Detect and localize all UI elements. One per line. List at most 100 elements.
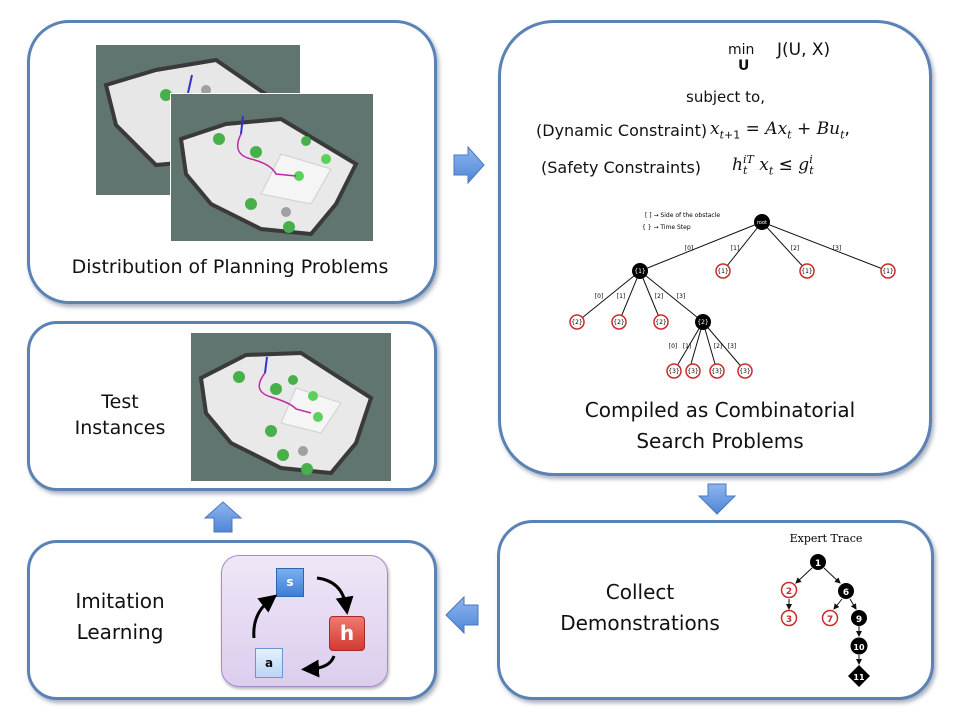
test-map-image [191, 333, 391, 481]
edge-label: [3] [677, 293, 686, 300]
cycle-arrow-icon [252, 594, 278, 639]
distribution-label: Distribution of Planning Problems [71, 256, 389, 278]
policy-box: h [329, 616, 365, 651]
min-subscript: U [738, 58, 750, 74]
tree-node-pruned [799, 263, 815, 279]
edge-label: [0] [595, 293, 604, 300]
compiled-label-line1: Compiled as Combinatorial [584, 398, 856, 422]
tree-node-pruned [666, 363, 682, 379]
trace-node-label: 9 [856, 615, 862, 625]
trace-node-pruned [780, 581, 798, 599]
map-image-front [170, 93, 374, 242]
arrow-right-icon [453, 145, 485, 185]
edge-label: [1] [617, 293, 626, 300]
legend-side: [ ] → Side of the obstacle [645, 212, 720, 219]
trace-node-goal [848, 665, 870, 687]
trace-node-label: 10 [853, 643, 865, 652]
compiled-label-line2: Search Problems [636, 429, 804, 453]
cycle-arrows [252, 576, 354, 678]
tree-node-pruned [569, 314, 585, 330]
edge-label: [3] [833, 245, 842, 252]
tree-node-pruned [737, 363, 753, 379]
subject-to: subject to, [686, 88, 765, 106]
trace-edges [786, 567, 862, 665]
trace-node-pruned [821, 609, 839, 627]
collect-label-line2: Demonstrations [560, 611, 720, 635]
tree-node-label: {2} [571, 319, 583, 326]
expert-trace-title: Expert Trace [790, 532, 863, 545]
edge-label: [1] [731, 245, 740, 252]
arrow-left-icon [445, 595, 479, 635]
tree-node-label: {3} [687, 368, 699, 375]
trace-node-label: 3 [786, 615, 792, 625]
collect-label-line1: Collect [605, 580, 675, 604]
edge-label: [3] [728, 343, 737, 350]
panel-compiled [498, 20, 932, 476]
arrow-up-icon [203, 501, 243, 533]
objective-min-subscript: U [738, 58, 749, 74]
tree-node-label: {2} [655, 319, 667, 326]
tree-node-label: {3} [668, 368, 680, 375]
tree-node-pruned [685, 363, 701, 379]
trace-node-label: 7 [827, 615, 833, 625]
edge-label: [2] [791, 245, 800, 252]
cycle-arrow-icon [301, 655, 336, 678]
legend-timestep: { } → Time Step [642, 224, 691, 231]
trace-node-expert [838, 583, 854, 599]
objective-min: min [728, 42, 754, 58]
obstacle-marker [160, 89, 172, 101]
min-operator: min [728, 42, 755, 58]
tree-node-label: {3} [739, 368, 751, 375]
state-box: s [276, 568, 304, 597]
action-box: a [255, 648, 283, 678]
trace-node-label: 6 [843, 588, 849, 598]
expert-trace-tree: Expert Trace 1 2 3 6 7 9 10 11 [780, 532, 870, 687]
trace-node-label: 1 [815, 559, 821, 569]
arrow-down-icon [697, 483, 737, 515]
policy-label: h [339, 621, 355, 645]
tree-node-label: {1} [801, 268, 813, 275]
safety-constraint-label: (Safety Constraints) [541, 158, 701, 177]
test-map-svg [198, 350, 374, 476]
edge-label: [2] [655, 293, 664, 300]
trace-node-label: 11 [853, 673, 865, 682]
trace-node-expert [851, 610, 867, 626]
edge-label: [0] [685, 245, 694, 252]
imitation-cycle: s h a [221, 555, 388, 687]
trace-node-expert [850, 637, 868, 655]
tree-node-root [754, 214, 770, 230]
tree-node-pruned [653, 314, 669, 330]
imitation-label-line1: Imitation [75, 589, 165, 613]
trace-node-label: 2 [786, 587, 792, 597]
tree-node-root-label: root [757, 220, 767, 226]
subject-to-text: subject to, [686, 88, 765, 106]
tree-node-pruned [611, 314, 627, 330]
tree-node-expanded [695, 314, 711, 330]
objective-function: J(U, X) [777, 40, 830, 60]
dynamic-constraint-equation: xt+1 = Axt + But, [710, 119, 850, 142]
dynamic-label-text: (Dynamic Constraint) [536, 121, 708, 140]
tree-edges [576, 221, 889, 372]
tree-node-label: {1} [717, 268, 729, 275]
test-label-line1: Test [101, 391, 139, 413]
imitation-label-line2: Learning [76, 620, 164, 644]
tree-node-pruned [880, 263, 896, 279]
tree-node-label: {2} [613, 319, 625, 326]
cycle-arrow-icon [316, 576, 354, 615]
dynamic-constraint-label: (Dynamic Constraint) [536, 121, 707, 140]
tree-node-expanded [632, 263, 648, 279]
edge-label: [2] [714, 343, 723, 350]
tree-node-label: {3} [711, 368, 723, 375]
trace-node-pruned [780, 609, 798, 627]
tree-node-pruned [715, 263, 731, 279]
tree-node-label: {1} [882, 268, 894, 275]
trace-node-expert [810, 554, 826, 570]
edge-label: [0] [669, 343, 678, 350]
safety-label-text: (Safety Constraints) [541, 158, 702, 177]
edge-label: [1] [683, 343, 692, 350]
tree-node-pruned [709, 363, 725, 379]
tree-node-label: {2} [697, 319, 709, 326]
state-label: s [286, 575, 294, 589]
objective-text: J(U, X) [777, 40, 831, 60]
